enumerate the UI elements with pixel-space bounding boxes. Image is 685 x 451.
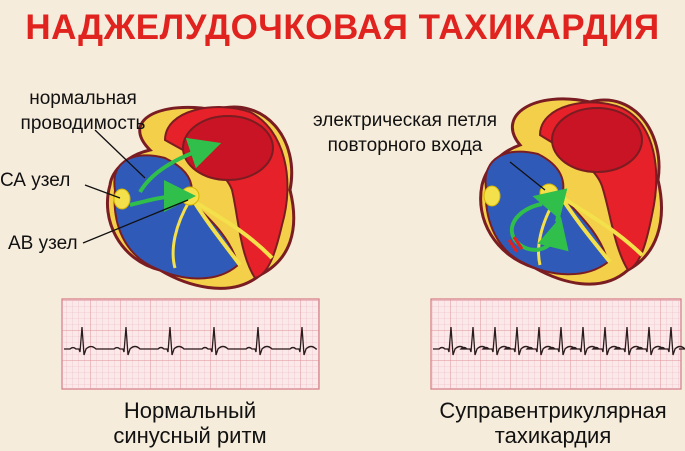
sa-node-icon <box>483 185 501 207</box>
page-title: НАДЖЕЛУДОЧКОВАЯ ТАХИКАРДИЯ <box>25 8 660 47</box>
conduction-arrow <box>129 180 196 213</box>
caption-normal-rhythm: Нормальный синусный ритм <box>113 398 267 448</box>
conduction-arrow <box>138 137 222 194</box>
label-sa-node: СА узел <box>0 170 71 191</box>
heart-normal-illustration <box>105 105 296 290</box>
label-normal-conduction: нормальная проводимость <box>20 88 146 134</box>
ecg-strip-normal <box>61 298 320 390</box>
heart-reentry-illustration <box>479 97 663 286</box>
caption-svt: Суправентрикулярная тахикардия <box>439 398 667 448</box>
ecg-strip-tachycardia <box>430 298 685 390</box>
label-reentry-loop: электрическая петля повторного входа <box>312 110 498 156</box>
reentry-loop-arrow <box>532 188 568 223</box>
label-av-node: АВ узел <box>8 233 78 254</box>
sa-node-icon <box>113 188 131 210</box>
